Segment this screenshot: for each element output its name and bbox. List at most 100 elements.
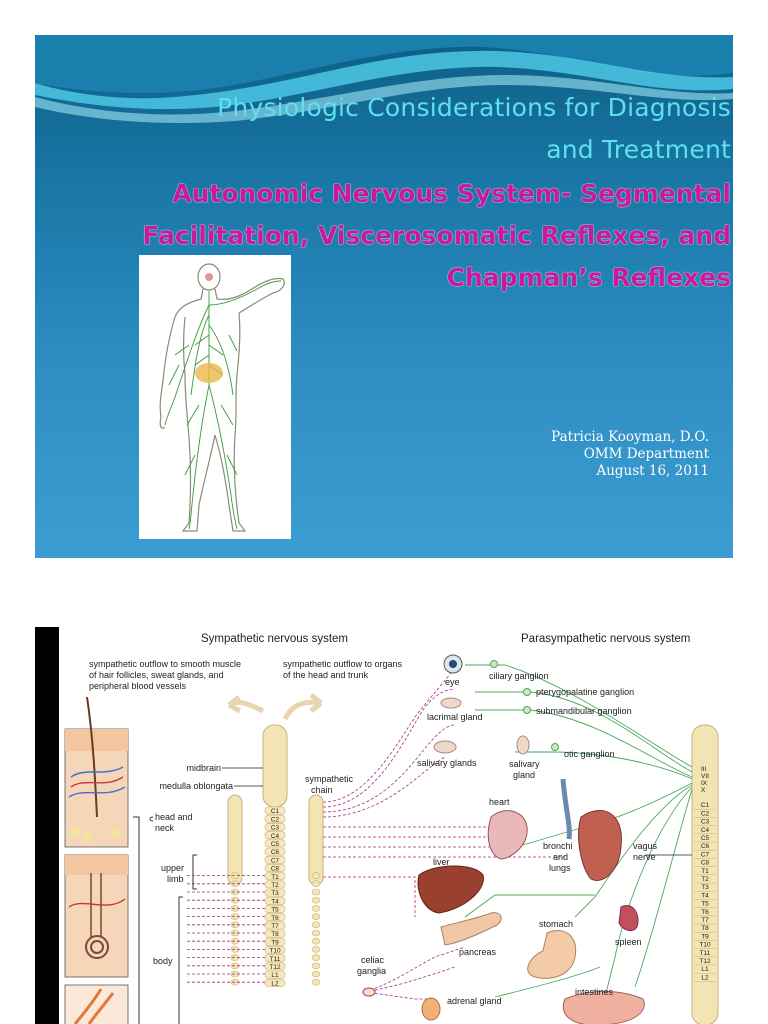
skin-panel-sweat-gland — [64, 854, 129, 978]
salivary-glands-icon — [433, 740, 457, 754]
outflow-arrow-left — [227, 695, 265, 714]
liver-icon — [417, 865, 484, 914]
skin-panel-blood-vessel — [64, 984, 129, 1024]
upper-chain-right — [308, 794, 324, 886]
outflow-organs-line-1: sympathetic outflow to organs — [283, 659, 403, 669]
sym-segment-label: C3 — [271, 825, 280, 832]
cranial-nerve-ix: IX — [701, 780, 708, 787]
cranial-nerve-iii: III — [701, 766, 707, 773]
label-liver: liver — [433, 857, 450, 867]
outflow-smooth-line-2: of hair follicles, sweat glands, and — [89, 670, 224, 680]
sym-segment-t8 — [264, 929, 286, 938]
para-segment-l2: L2 — [701, 974, 709, 981]
chain-bead — [311, 921, 321, 929]
ciliary-ganglion-icon — [490, 660, 498, 668]
label-heart: heart — [489, 797, 510, 807]
label-celiac-line-1: celiac — [361, 955, 385, 965]
label-body: body — [153, 956, 173, 966]
sym-segment-t11 — [264, 954, 286, 963]
subtitle-line-1: Autonomic Nervous System- Segmental — [172, 179, 731, 208]
sympathetic-outflow-organs — [322, 666, 565, 1000]
sympathetic-outflow-left — [185, 875, 265, 983]
stomach-icon — [527, 930, 577, 979]
sym-segment-label: T8 — [271, 931, 279, 938]
outflow-smooth-line-3: peripheral blood vessels — [89, 681, 187, 691]
sym-segment-t3 — [264, 888, 286, 897]
label-eye: eye — [445, 677, 460, 687]
sym-segment-c4 — [264, 831, 286, 840]
para-segment-t7: T7 — [701, 917, 709, 924]
submandibular-ganglion-icon — [523, 706, 531, 714]
label-ciliary: ciliary ganglion — [489, 671, 549, 681]
chain-bead — [311, 872, 321, 879]
sym-segment-label: T1 — [271, 874, 279, 881]
sym-segment-t7 — [264, 921, 286, 930]
parasympathetic-spinal-cord — [691, 724, 719, 1024]
label-otic: otic ganglion — [564, 749, 615, 759]
sym-segment-label: T3 — [271, 890, 279, 897]
sym-segment-t1 — [264, 872, 286, 881]
sym-segment-t9 — [264, 937, 286, 946]
para-segment-t1: T1 — [701, 868, 709, 875]
pancreas-icon — [440, 912, 502, 946]
spleen-icon — [618, 905, 639, 931]
salivary-gland-icon — [516, 735, 530, 755]
upper-limb-bracket — [192, 854, 197, 890]
subtitle-line-2: Facilitation, Viscerosomatic Reflexes, a… — [142, 221, 731, 250]
lacrimal-gland-icon — [440, 697, 462, 709]
label-adrenal: adrenal gland — [447, 996, 502, 1006]
sym-segment-label: L1 — [271, 972, 279, 979]
para-segment-t4: T4 — [701, 892, 709, 899]
cranial-nerve-vii: VII — [701, 773, 709, 780]
chain-beads-left — [230, 872, 240, 986]
pterygopalatine-ganglion-icon — [523, 688, 531, 696]
title-line-1: Physiologic Considerations for Diagnosis — [217, 93, 731, 122]
presentation-date: August 16, 2011 — [596, 463, 709, 479]
para-segment-c7: C7 — [701, 851, 710, 858]
heart-icon — [487, 810, 528, 860]
para-segment-t8: T8 — [701, 925, 709, 932]
human-figure-illustration — [159, 263, 285, 532]
outflow-organs-line-2: of the head and trunk — [283, 670, 369, 680]
header-sympathetic: Sympathetic nervous system — [201, 633, 348, 645]
nervous-system-figure — [139, 255, 291, 539]
sym-segment-label: C6 — [271, 849, 280, 856]
author-block: Patricia Kooyman, D.O. OMM Department Au… — [551, 429, 709, 480]
chain-bead — [311, 962, 321, 970]
label-stomach: stomach — [539, 919, 573, 929]
sym-segment-label: T12 — [269, 964, 281, 971]
lungs-icon — [578, 810, 622, 881]
para-segment-l1: L1 — [701, 966, 709, 973]
chain-bead — [311, 880, 321, 888]
sym-segment-label: T5 — [271, 907, 279, 914]
sym-segment-t5 — [264, 905, 286, 913]
eye-pupil — [449, 660, 457, 668]
label-spleen: spleen — [615, 937, 642, 947]
skin-panel-hair — [64, 696, 129, 848]
chain-bead — [311, 905, 321, 912]
outflow-smooth-line-1: sympathetic outflow to smooth muscle — [89, 659, 241, 669]
slide-subtitle: Autonomic Nervous System- Segmental Faci… — [91, 173, 731, 299]
chain-beads-right — [311, 872, 321, 986]
sym-segment-c2 — [264, 814, 286, 823]
chain-bead — [311, 954, 321, 961]
sym-segment-c3 — [264, 823, 286, 831]
label-midbrain: midbrain — [186, 763, 221, 773]
label-chain-line-1: sympathetic — [305, 774, 354, 784]
header-parasympathetic: Parasympathetic nervous system — [521, 633, 690, 645]
parasympathetic-segments: C1C2C3C4C5C6C7C8T1T2T3T4T5T6T7T8T9T10T11… — [694, 802, 716, 982]
label-pterygopalatine: pterygopalatine ganglion — [536, 687, 634, 697]
skin-bracket — [133, 816, 140, 1024]
sym-segment-label: T6 — [271, 915, 279, 922]
para-segment-c2: C2 — [701, 810, 710, 817]
cranial-nerve-x: X — [701, 787, 706, 794]
para-segment-t6: T6 — [701, 909, 709, 916]
sym-segment-t12 — [264, 962, 286, 971]
author-department: OMM Department — [583, 446, 709, 462]
para-segment-c4: C4 — [701, 827, 710, 834]
sym-segment-c8 — [264, 864, 286, 872]
title-slide: Physiologic Considerations for Diagnosis… — [35, 35, 733, 558]
para-segment-c3: C3 — [701, 819, 710, 826]
sym-segment-t6 — [264, 913, 286, 922]
